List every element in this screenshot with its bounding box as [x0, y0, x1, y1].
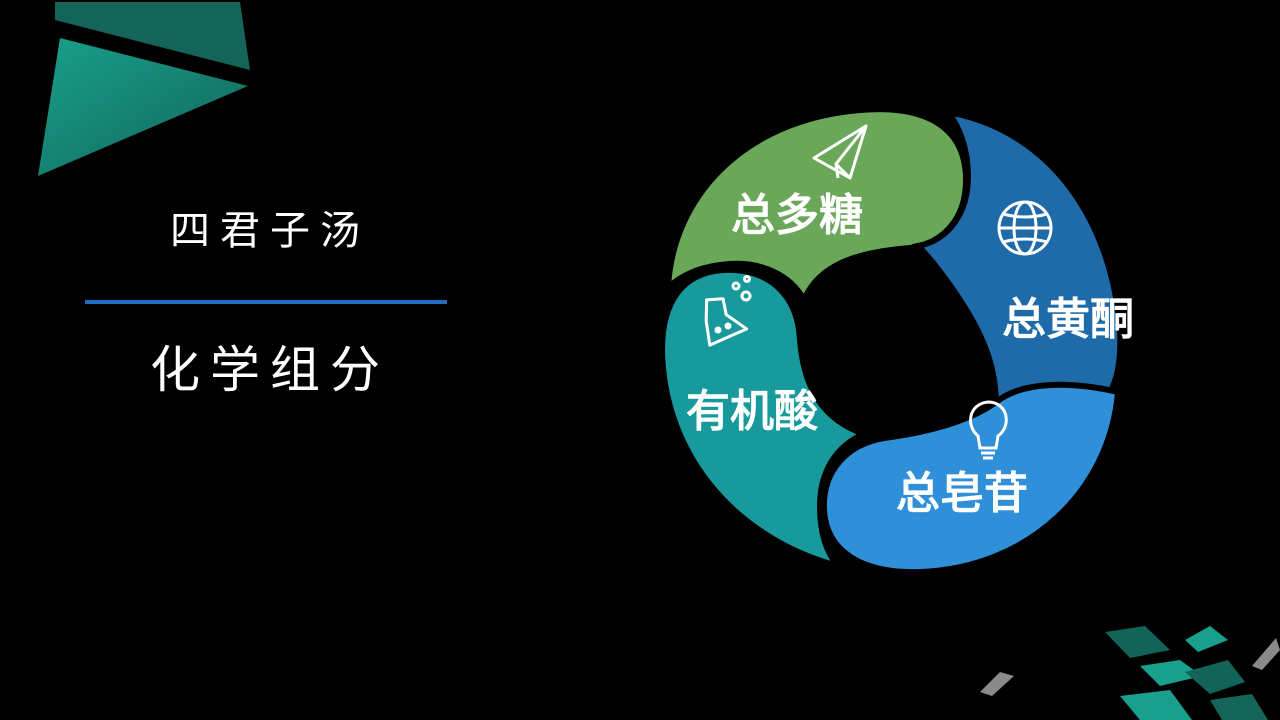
slide-title: 四君子汤 [170, 208, 370, 254]
segment-3-shape [820, 381, 1122, 576]
decor-top-left [38, 2, 250, 176]
decor-bottom-right [980, 626, 1280, 720]
decor-tile [1105, 626, 1170, 658]
paper-plane-icon [812, 124, 868, 180]
decor-grey-chevron [980, 672, 1014, 696]
decor-tile [1185, 660, 1245, 694]
decor-tile [1210, 694, 1268, 720]
segment-2-label: 总黄酮 [1002, 294, 1134, 345]
decor-grey-chevron [1252, 638, 1280, 670]
slide-subtitle: 化学组分 [150, 341, 390, 399]
decor-triangle-main [38, 38, 248, 176]
lightbulb-icon [969, 400, 1008, 460]
globe-icon [997, 200, 1053, 256]
decor-triangle-top [55, 2, 250, 70]
flask-icon [704, 275, 752, 347]
title-divider [85, 300, 447, 304]
segment-4-label: 有机酸 [686, 386, 819, 437]
segment-3-label: 总皂苷 [896, 468, 1028, 519]
decor-tile [1185, 626, 1228, 652]
decor-tile [1140, 660, 1202, 686]
decor-tile [1120, 690, 1192, 720]
segment-1-label: 总多糖 [731, 190, 863, 241]
